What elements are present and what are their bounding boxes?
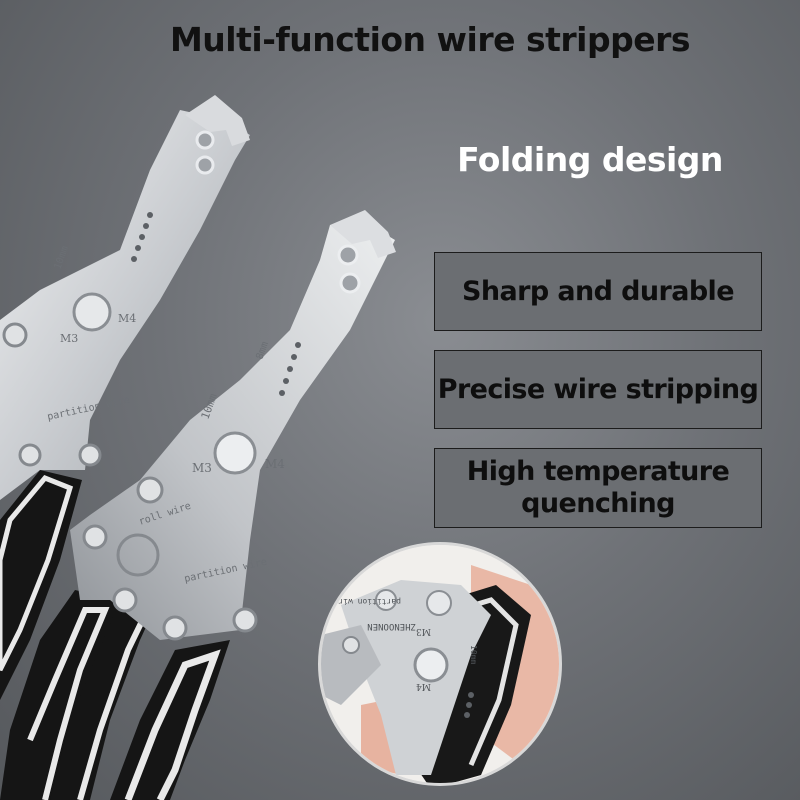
inset-partition-wire: partition wire <box>333 597 401 606</box>
engraving-m3: M3 <box>60 332 78 345</box>
inset-m4: M4 <box>416 681 431 691</box>
feature-label: High temperature quenching <box>466 456 730 519</box>
engraving-m4: M4 <box>118 312 136 325</box>
feature-box-sharp: Sharp and durable <box>434 252 762 331</box>
feature-label: Sharp and durable <box>462 275 734 307</box>
inset-circle-photo: ZHENOONEN partition wire 10mm M3 M4 <box>318 542 562 786</box>
hand-holding-tool-image: ZHENOONEN partition wire 10mm M3 M4 <box>321 545 559 783</box>
engraving-m3-right: M3 <box>192 461 212 475</box>
engraving-10mm: 10mm <box>52 245 71 271</box>
page-title: Multi-function wire strippers <box>169 20 691 59</box>
inset-10mm: 10mm <box>469 645 478 664</box>
feature-box-quenching: High temperature quenching <box>434 448 762 528</box>
inset-m3: M3 <box>416 626 431 636</box>
wire-stripper-image-right: 10mm 8mm M3 M4 roll wire partition wire <box>0 210 396 800</box>
inset-brand-text: ZHENOONEN <box>367 621 416 631</box>
page-subtitle: Folding design <box>457 140 723 179</box>
feature-box-stripping: Precise wire stripping <box>434 350 762 429</box>
engraving-m4-right: M4 <box>265 457 285 471</box>
feature-label: Precise wire stripping <box>437 373 759 405</box>
